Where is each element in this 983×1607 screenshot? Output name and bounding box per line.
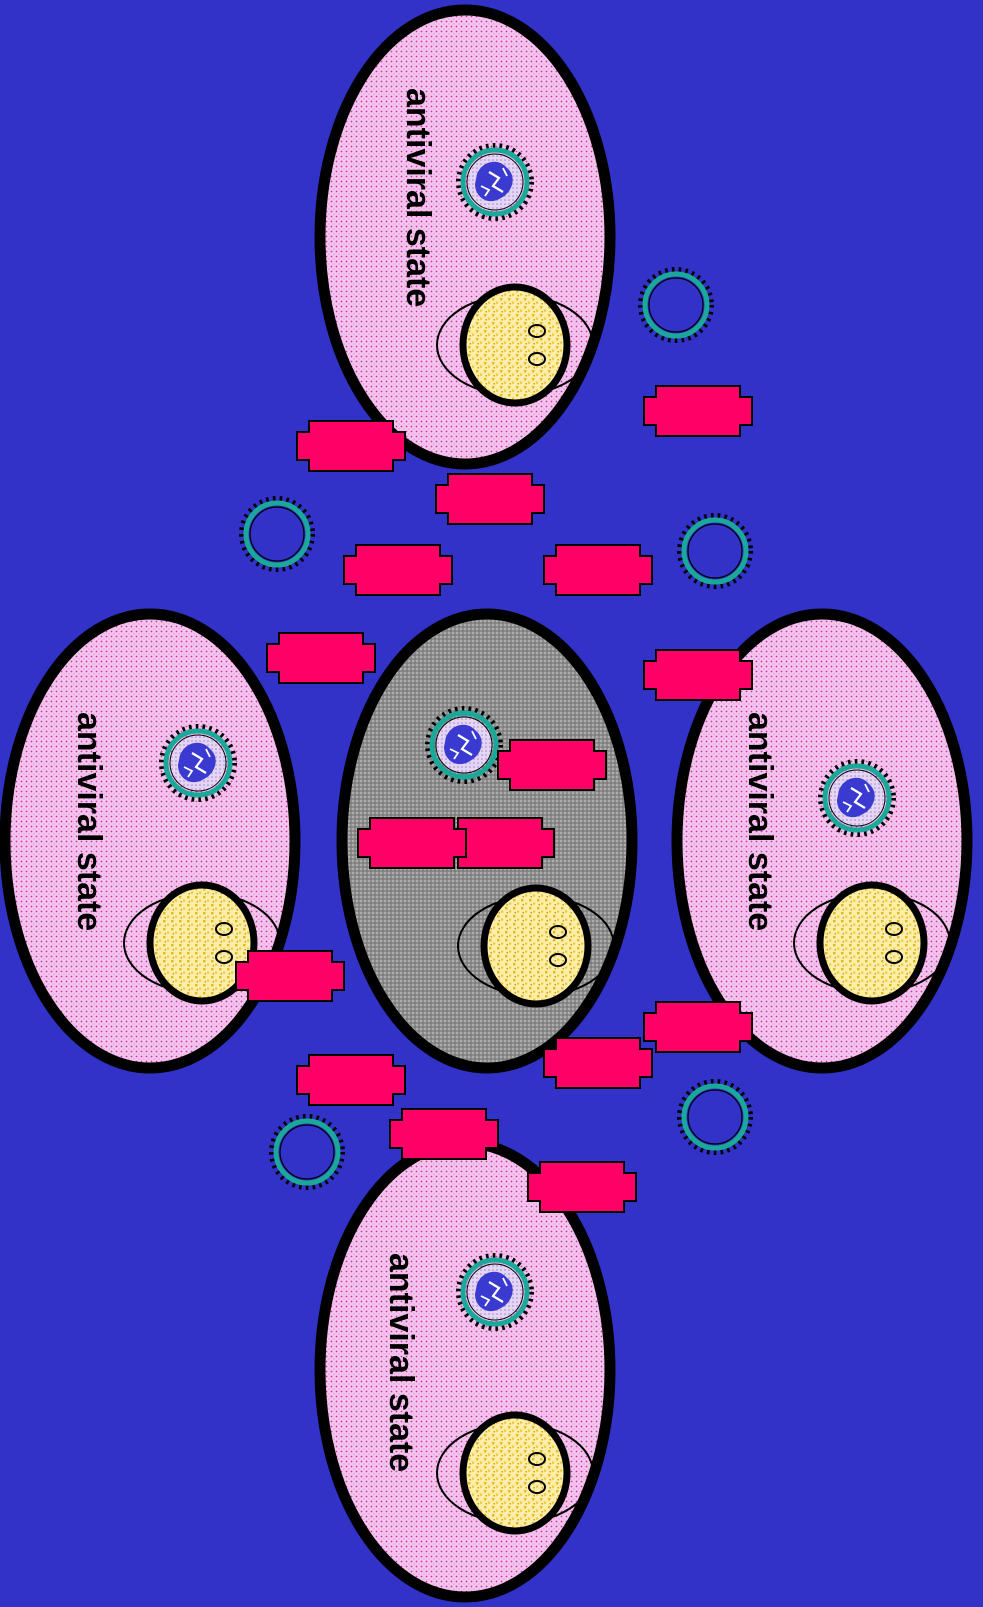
interferon-molecule-icon [497, 739, 607, 791]
interferon-molecule-icon [389, 1108, 499, 1160]
interferon-molecule-icon [296, 420, 406, 472]
cell-top [314, 4, 616, 470]
interferon-molecule-icon [643, 385, 753, 437]
interferon-molecule-icon [357, 817, 467, 869]
interferon-molecule-icon [527, 1161, 637, 1213]
interferon-molecule-icon [266, 632, 376, 684]
interferon-molecule-icon [435, 473, 545, 525]
interferon-molecule-icon [643, 1001, 753, 1053]
interferon-molecule-icon [643, 649, 753, 701]
interferon-molecule-icon [543, 544, 653, 596]
cell-bottom-label: antiviral state [382, 1253, 420, 1472]
interferon-molecule-icon [543, 1037, 653, 1089]
interferon-molecule-icon [296, 1054, 406, 1106]
interferon-molecule-icon [343, 544, 453, 596]
cell-right-label: antiviral state [741, 712, 779, 931]
interferon-molecule-icon [235, 950, 345, 1002]
cell-left-label: antiviral state [70, 712, 108, 931]
cell-top-label: antiviral state [399, 88, 437, 307]
